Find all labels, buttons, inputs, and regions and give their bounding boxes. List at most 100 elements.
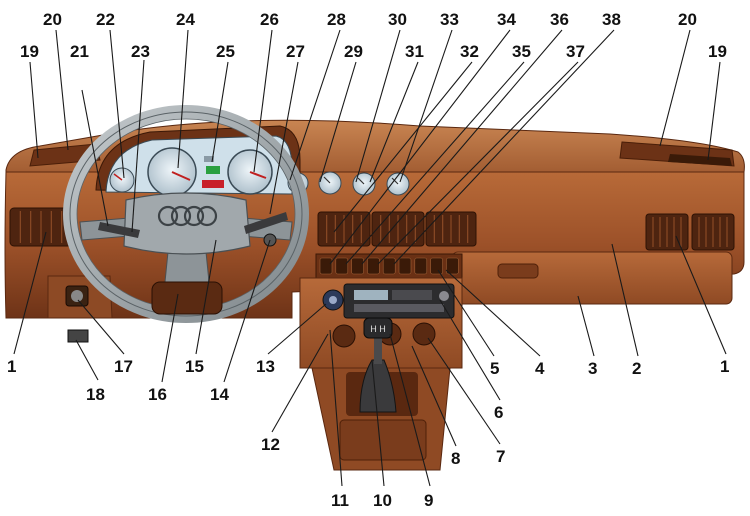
console-switch [351,257,364,275]
steering-column-shroud [151,281,223,315]
callout-8: 8 [451,449,460,468]
audi-rings-logo [157,205,218,227]
leader-33 [399,29,453,183]
callout-18: 18 [86,385,105,404]
callout-9: 9 [424,491,433,510]
leader-4 [445,269,541,357]
speedometer [147,147,197,197]
callout-5: 5 [490,359,499,378]
callout-1-left: 1 [7,357,16,376]
headlight-switch-center [329,296,337,304]
callout-2: 2 [632,359,641,378]
callout-12: 12 [261,435,280,454]
leader-1-right [675,235,727,355]
leader-3 [577,295,595,357]
leader-31 [369,61,419,183]
leader-17 [77,299,125,355]
callout-30: 30 [388,10,407,29]
leader-16 [161,293,179,383]
vent-slats [19,211,728,247]
callout-17: 17 [114,357,133,376]
radio-body [343,283,455,319]
radio-knob [439,291,449,301]
console-switch [430,257,443,275]
leader-32 [333,61,473,233]
left-side-controls [65,285,89,343]
callout-25: 25 [216,42,235,61]
leader-12 [271,333,329,433]
leader-30 [355,29,401,183]
callout-31: 31 [405,42,424,61]
callout-32: 32 [460,42,479,61]
shifter-boot [359,359,397,413]
callout-35: 35 [512,42,531,61]
shifter-pattern: H H [370,324,386,334]
shifter-stick [374,334,382,364]
air-vent-icon [9,207,735,251]
callout-22: 22 [96,10,115,29]
leader-8 [411,345,457,447]
callout-24: 24 [176,10,195,29]
instrument-cluster [95,125,410,197]
leader-23 [131,59,145,233]
callout-16: 16 [148,385,167,404]
callout-20-right: 20 [678,10,697,29]
leader-36 [361,29,563,265]
radio-cassette [392,290,432,300]
leader-13 [267,303,327,355]
callout-15: 15 [185,357,204,376]
gear-shifter-icon: H H [359,317,397,413]
callout-6: 6 [494,403,503,422]
glovebox-handle [497,263,539,279]
switch-row-buttons [319,257,459,275]
leader-24 [177,29,189,169]
leader-26 [253,29,273,173]
center-console [299,253,463,471]
callout-19-right: 19 [708,42,727,61]
leader-20-left [55,29,69,151]
callout-36: 36 [550,10,569,29]
leader-11 [329,329,343,487]
console-switch [446,257,459,275]
callout-34: 34 [497,10,516,29]
climate-knob-left [332,324,356,348]
console-switch [367,257,380,275]
leader-27 [269,61,299,215]
warning-lamps [202,156,224,188]
callout-11: 11 [331,491,349,510]
callout-labels: 19 20 21 22 23 24 25 26 27 28 29 30 31 3… [7,10,729,510]
leader-35 [345,61,525,265]
callout-3: 3 [588,359,597,378]
leader-18 [75,339,99,381]
callout-23: 23 [131,42,150,61]
leader-10 [371,359,385,487]
callout-38: 38 [602,10,621,29]
hood-release-lever [67,329,89,343]
leader-5 [437,269,495,357]
callout-27: 27 [286,42,305,61]
callout-1-right: 1 [720,357,729,376]
callout-28: 28 [327,10,346,29]
leader-34 [329,29,511,265]
console-tray [339,419,427,461]
leader-28 [289,29,341,181]
callout-20-left: 20 [43,10,62,29]
gauge-small-left [109,167,135,193]
climate-knob-right [412,322,436,346]
leader-1-left [13,231,47,355]
callout-33: 33 [440,10,459,29]
leader-25 [211,61,229,163]
leader-29 [319,61,357,183]
callout-21: 21 [70,42,89,61]
leader-14 [223,239,271,383]
console-switch [398,257,412,275]
leader-38 [393,29,615,265]
callout-13: 13 [256,357,275,376]
leader-20-right [659,29,691,147]
leader-7 [427,337,501,445]
leader-15 [195,239,217,355]
console-switch [335,257,349,275]
leader-6 [439,299,501,401]
leader-19-right [707,61,721,161]
